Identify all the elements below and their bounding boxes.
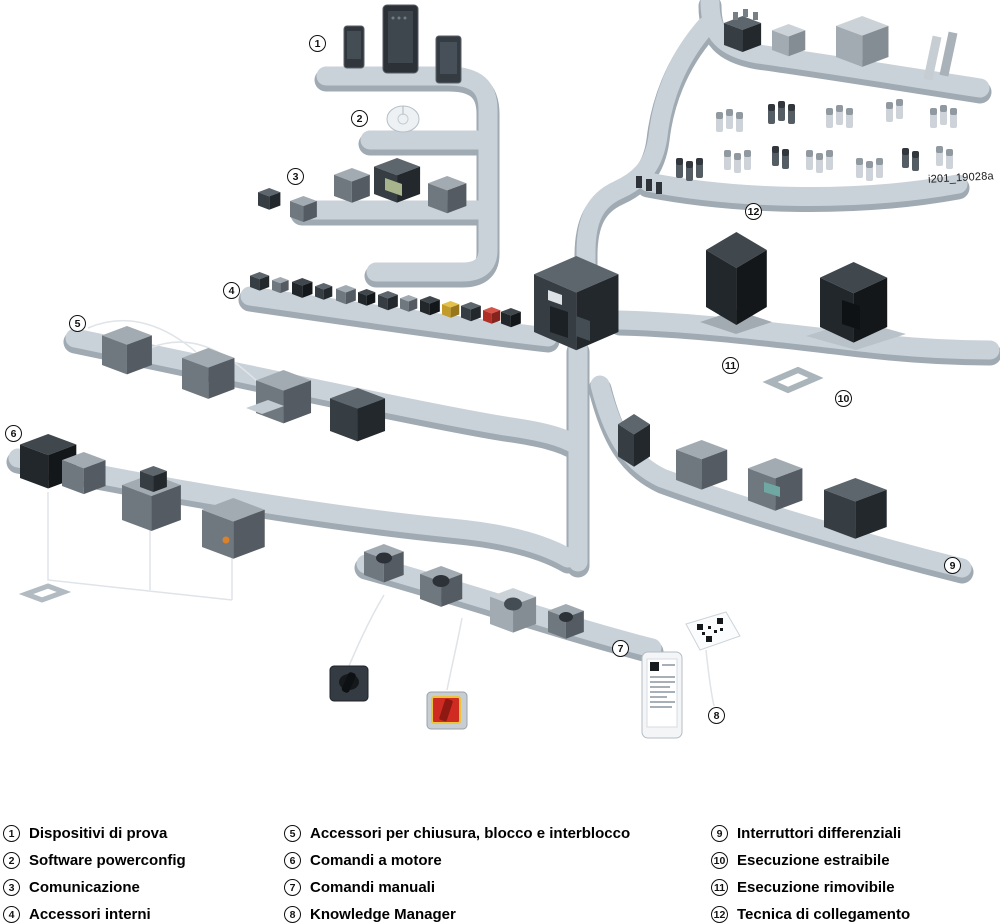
legend-number-badge: 12 bbox=[711, 906, 728, 923]
lug-row-shelf bbox=[636, 146, 953, 194]
manual-handles-illustration bbox=[329, 544, 584, 730]
legend-label: Tecnica di collegamento bbox=[737, 906, 911, 923]
callout-3: 3 bbox=[287, 168, 304, 185]
phone-text-lines bbox=[650, 664, 675, 708]
legend-number-badge: 11 bbox=[711, 879, 728, 896]
plugin-breaker-illustration bbox=[700, 232, 772, 334]
legend-number-badge: 7 bbox=[284, 879, 301, 896]
legend-number-badge: 4 bbox=[3, 906, 20, 923]
interlock-bar bbox=[246, 400, 284, 414]
legend-column-3: 9 Interruttori differenziali 10 Esecuzio… bbox=[711, 823, 910, 924]
legend-number-badge: 5 bbox=[284, 825, 301, 842]
legend-label: Esecuzione rimovibile bbox=[737, 879, 895, 896]
legend-item-8: 8 Knowledge Manager bbox=[284, 904, 630, 924]
qr-sheet bbox=[685, 611, 741, 651]
callout-4: 4 bbox=[223, 282, 240, 299]
legend-item-10: 10 Esecuzione estraibile bbox=[711, 850, 910, 871]
callout-2: 2 bbox=[351, 110, 368, 127]
powerconfig-mouse-illustration bbox=[386, 105, 420, 133]
phase-barrier bbox=[923, 35, 942, 81]
legend-number-badge: 10 bbox=[711, 852, 728, 869]
legend-item-9: 9 Interruttori differenziali bbox=[711, 823, 910, 844]
motor-indicator bbox=[222, 536, 230, 544]
legend-label: Dispositivi di prova bbox=[29, 825, 168, 842]
legend-item-1: 1 Dispositivi di prova bbox=[3, 823, 186, 844]
legend-number-badge: 1 bbox=[3, 825, 20, 842]
test-devices-illustration bbox=[343, 4, 462, 84]
knowledge-manager-illustration bbox=[641, 611, 741, 739]
withdrawable-breaker-illustration bbox=[762, 262, 906, 394]
legend-number-badge: 9 bbox=[711, 825, 728, 842]
legend-item-12: 12 Tecnica di collegamento bbox=[711, 904, 910, 924]
lug-row-upper bbox=[716, 99, 957, 132]
callout-12: 12 bbox=[745, 203, 762, 220]
callout-8: 8 bbox=[708, 707, 725, 724]
legend-item-11: 11 Esecuzione rimovibile bbox=[711, 877, 910, 898]
breaker-label bbox=[548, 290, 562, 305]
breaker-toggle bbox=[550, 306, 568, 338]
product-system-diagram bbox=[0, 0, 1000, 739]
legend: 1 Dispositivi di prova 2 Software powerc… bbox=[0, 823, 1000, 924]
legend-label: Accessori interni bbox=[29, 906, 151, 923]
callout-9: 9 bbox=[944, 557, 961, 574]
cradle-frame bbox=[762, 366, 824, 394]
locking-accessories-illustration bbox=[102, 326, 386, 442]
legend-column-2: 5 Accessori per chiusura, blocco e inter… bbox=[284, 823, 630, 924]
legend-number-badge: 3 bbox=[3, 879, 20, 896]
phase-barrier bbox=[939, 31, 958, 77]
legend-label: Comandi manuali bbox=[310, 879, 436, 896]
legend-item-5: 5 Accessori per chiusura, blocco e inter… bbox=[284, 823, 630, 844]
mounting-frame bbox=[18, 583, 72, 603]
legend-label: Comunicazione bbox=[29, 879, 140, 896]
connection-technology-illustration bbox=[636, 9, 958, 194]
qr-code bbox=[697, 618, 723, 642]
legend-item-2: 2 Software powerconfig bbox=[3, 850, 186, 871]
legend-item-7: 7 Comandi manuali bbox=[284, 877, 630, 898]
module-display bbox=[385, 178, 402, 196]
legend-label: Interruttori differenziali bbox=[737, 825, 902, 842]
callout-7: 7 bbox=[612, 640, 629, 657]
callout-5: 5 bbox=[69, 315, 86, 332]
rcd-breakers-illustration bbox=[618, 414, 887, 539]
communication-modules-illustration bbox=[258, 158, 467, 223]
legend-label: Esecuzione estraibile bbox=[737, 852, 890, 869]
legend-item-4: 4 Accessori interni bbox=[3, 904, 186, 924]
legend-label: Comandi a motore bbox=[310, 852, 442, 869]
callout-6: 6 bbox=[5, 425, 22, 442]
callout-1: 1 bbox=[309, 35, 326, 52]
legend-number-badge: 8 bbox=[284, 906, 301, 923]
legend-label: Knowledge Manager bbox=[310, 906, 456, 923]
legend-column-1: 1 Dispositivi di prova 2 Software powerc… bbox=[3, 823, 186, 924]
legend-label: Software powerconfig bbox=[29, 852, 186, 869]
legend-item-6: 6 Comandi a motore bbox=[284, 850, 630, 871]
rcd-display bbox=[764, 482, 780, 497]
callout-10: 10 bbox=[835, 390, 852, 407]
legend-number-badge: 6 bbox=[284, 852, 301, 869]
legend-item-3: 3 Comunicazione bbox=[3, 877, 186, 898]
legend-label: Accessori per chiusura, blocco e interbl… bbox=[310, 825, 631, 842]
legend-number-badge: 2 bbox=[3, 852, 20, 869]
callout-11: 11 bbox=[722, 357, 739, 374]
main-breaker-illustration bbox=[534, 256, 619, 351]
motor-operators-illustration bbox=[18, 434, 265, 603]
